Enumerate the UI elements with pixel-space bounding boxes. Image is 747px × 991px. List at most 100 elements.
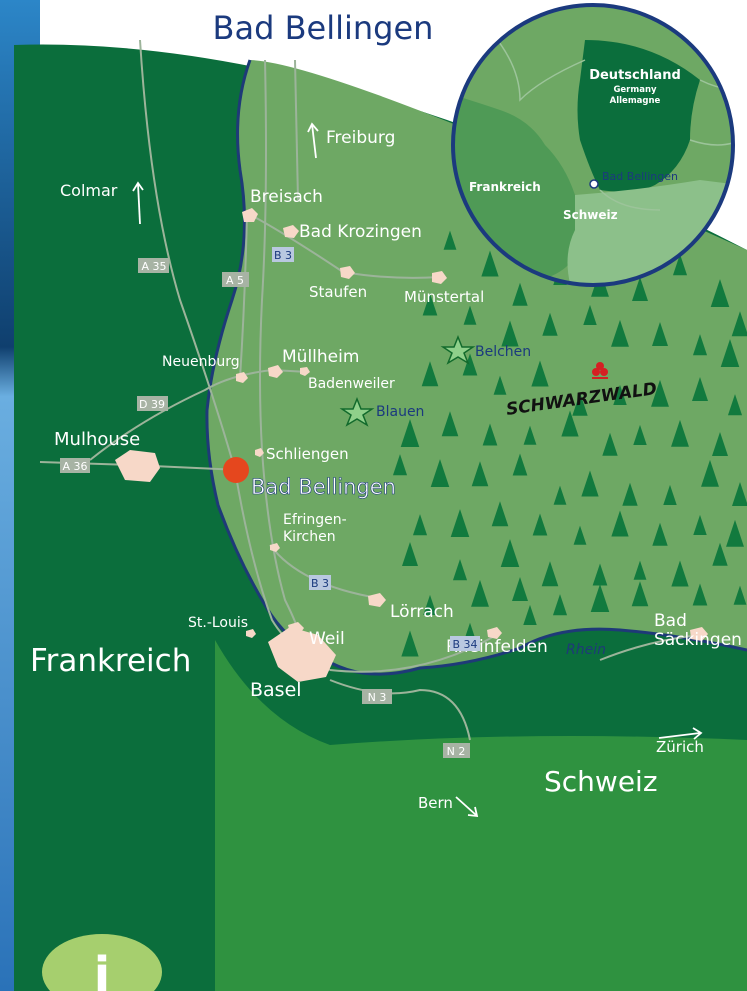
fir-tree-icon xyxy=(651,379,669,407)
info-icon-glyph: i xyxy=(94,947,110,991)
fir-tree-icon xyxy=(572,392,588,416)
fir-tree-icon xyxy=(733,585,747,605)
fir-tree-icon xyxy=(710,279,730,307)
belchen-star-icon xyxy=(440,334,476,365)
label-efringen-kirchen-line2: Kirchen xyxy=(283,529,336,545)
blauen-star-icon xyxy=(339,396,375,427)
fir-tree-icon xyxy=(481,250,499,277)
fir-tree-icon xyxy=(692,583,708,606)
fir-tree-icon xyxy=(553,485,567,505)
label-mulhouse: Mulhouse xyxy=(54,429,140,450)
road-n3: N 3 xyxy=(368,691,387,704)
fir-tree-icon xyxy=(491,501,509,527)
fir-tree-icon xyxy=(532,513,548,536)
label-bern: Bern xyxy=(418,794,453,812)
label-neuenburg: Neuenburg xyxy=(162,354,240,370)
rhine-river xyxy=(205,59,747,676)
fir-tree-icon xyxy=(611,319,629,347)
fir-tree-icon xyxy=(583,304,597,326)
fir-tree-icon xyxy=(523,425,537,445)
fir-tree-icon xyxy=(720,339,740,367)
inset-bad-bellingen-marker xyxy=(589,179,599,189)
fir-tree-icon xyxy=(541,561,559,587)
label-weil: Weil xyxy=(309,629,345,649)
inset-map: Deutschland Germany Allemagne Frankreich… xyxy=(451,3,735,287)
fir-tree-icon xyxy=(512,453,528,476)
label-rhein: Rhein xyxy=(566,642,606,658)
fir-tree-icon xyxy=(482,423,498,446)
fir-tree-icon xyxy=(611,510,629,537)
fir-tree-icon xyxy=(581,470,599,497)
road-b3-south: B 3 xyxy=(311,577,329,590)
inset-label-germany: Germany xyxy=(613,85,657,95)
fir-tree-icon xyxy=(631,581,649,607)
label-freiburg: Freiburg xyxy=(326,128,395,148)
fir-tree-icon xyxy=(400,419,420,447)
fir-tree-icon xyxy=(443,230,457,250)
inset-label-bad-bellingen: Bad Bellingen xyxy=(602,170,678,183)
label-zuerich: Zürich xyxy=(656,738,704,756)
road-a5: A 5 xyxy=(226,274,244,287)
label-basel: Basel xyxy=(250,679,302,701)
fir-tree-icon xyxy=(652,322,668,346)
inset-label-allemagne: Allemagne xyxy=(610,96,661,106)
inset-germany-area xyxy=(577,40,700,192)
road-badges: A 35 A 5 B 3 D 39 A 36 B 3 B 34 N 3 N 2 xyxy=(60,247,480,758)
label-badenweiler: Badenweiler xyxy=(308,376,395,392)
fir-tree-icon xyxy=(663,484,677,506)
fir-tree-icon xyxy=(622,482,638,506)
fir-tree-icon xyxy=(561,410,579,437)
label-belchen: Belchen xyxy=(475,344,531,360)
fir-tree-icon xyxy=(430,459,450,487)
fir-tree-icon xyxy=(512,282,528,306)
road-n2: N 2 xyxy=(447,745,466,758)
label-blauen: Blauen xyxy=(376,404,424,420)
fir-tree-icon xyxy=(500,539,520,567)
arrow-zuerich-icon xyxy=(658,732,701,739)
fir-tree-icon xyxy=(441,411,459,437)
fir-tree-icon xyxy=(512,577,528,601)
fir-tree-icon xyxy=(633,560,647,580)
fir-tree-icon xyxy=(523,604,537,626)
fir-tree-icon xyxy=(531,360,549,387)
fir-tree-icon xyxy=(671,560,689,587)
label-bad-krozingen: Bad Krozingen xyxy=(299,222,422,242)
fir-tree-icon xyxy=(727,394,743,416)
fir-tree-icon xyxy=(421,361,439,387)
fir-tree-icon xyxy=(692,377,708,401)
fir-tree-icon xyxy=(731,311,747,337)
fir-tree-icon xyxy=(542,312,558,336)
arrowhead-bern-icon xyxy=(467,806,479,818)
label-st-louis: St.-Louis xyxy=(188,615,248,631)
fir-tree-icon xyxy=(712,432,728,456)
label-colmar: Colmar xyxy=(60,181,118,200)
label-staufen: Staufen xyxy=(309,283,367,301)
fir-tree-icon xyxy=(471,461,489,487)
fir-tree-icon xyxy=(701,459,719,487)
fir-tree-icon xyxy=(613,384,627,406)
fir-tree-icon xyxy=(402,542,418,566)
fir-tree-icon xyxy=(592,563,608,586)
label-schliengen: Schliengen xyxy=(266,445,349,463)
fir-tree-icon xyxy=(632,277,648,301)
fir-tree-icon xyxy=(392,454,408,476)
label-frankreich: Frankreich xyxy=(30,643,191,679)
label-bad-saeckingen-line2: Säckingen xyxy=(654,630,742,650)
fir-tree-icon xyxy=(401,630,419,657)
fir-tree-icon xyxy=(712,542,728,566)
fir-tree-icon xyxy=(422,293,438,316)
arrowhead-zuerich-icon xyxy=(692,727,703,740)
switzerland-area xyxy=(215,640,747,991)
fir-tree-icon xyxy=(692,334,708,356)
road-b3-north: B 3 xyxy=(274,249,292,262)
arrow-bern-icon xyxy=(455,796,477,816)
direction-arrows xyxy=(132,122,703,818)
label-schweiz: Schweiz xyxy=(544,765,658,798)
town-markers xyxy=(115,208,708,682)
fir-tree-icon xyxy=(471,579,489,607)
label-muellheim: Müllheim xyxy=(282,347,359,367)
info-icon[interactable]: i xyxy=(42,934,162,991)
fir-tree-icon xyxy=(671,419,689,447)
fir-tree-icon xyxy=(590,584,610,612)
